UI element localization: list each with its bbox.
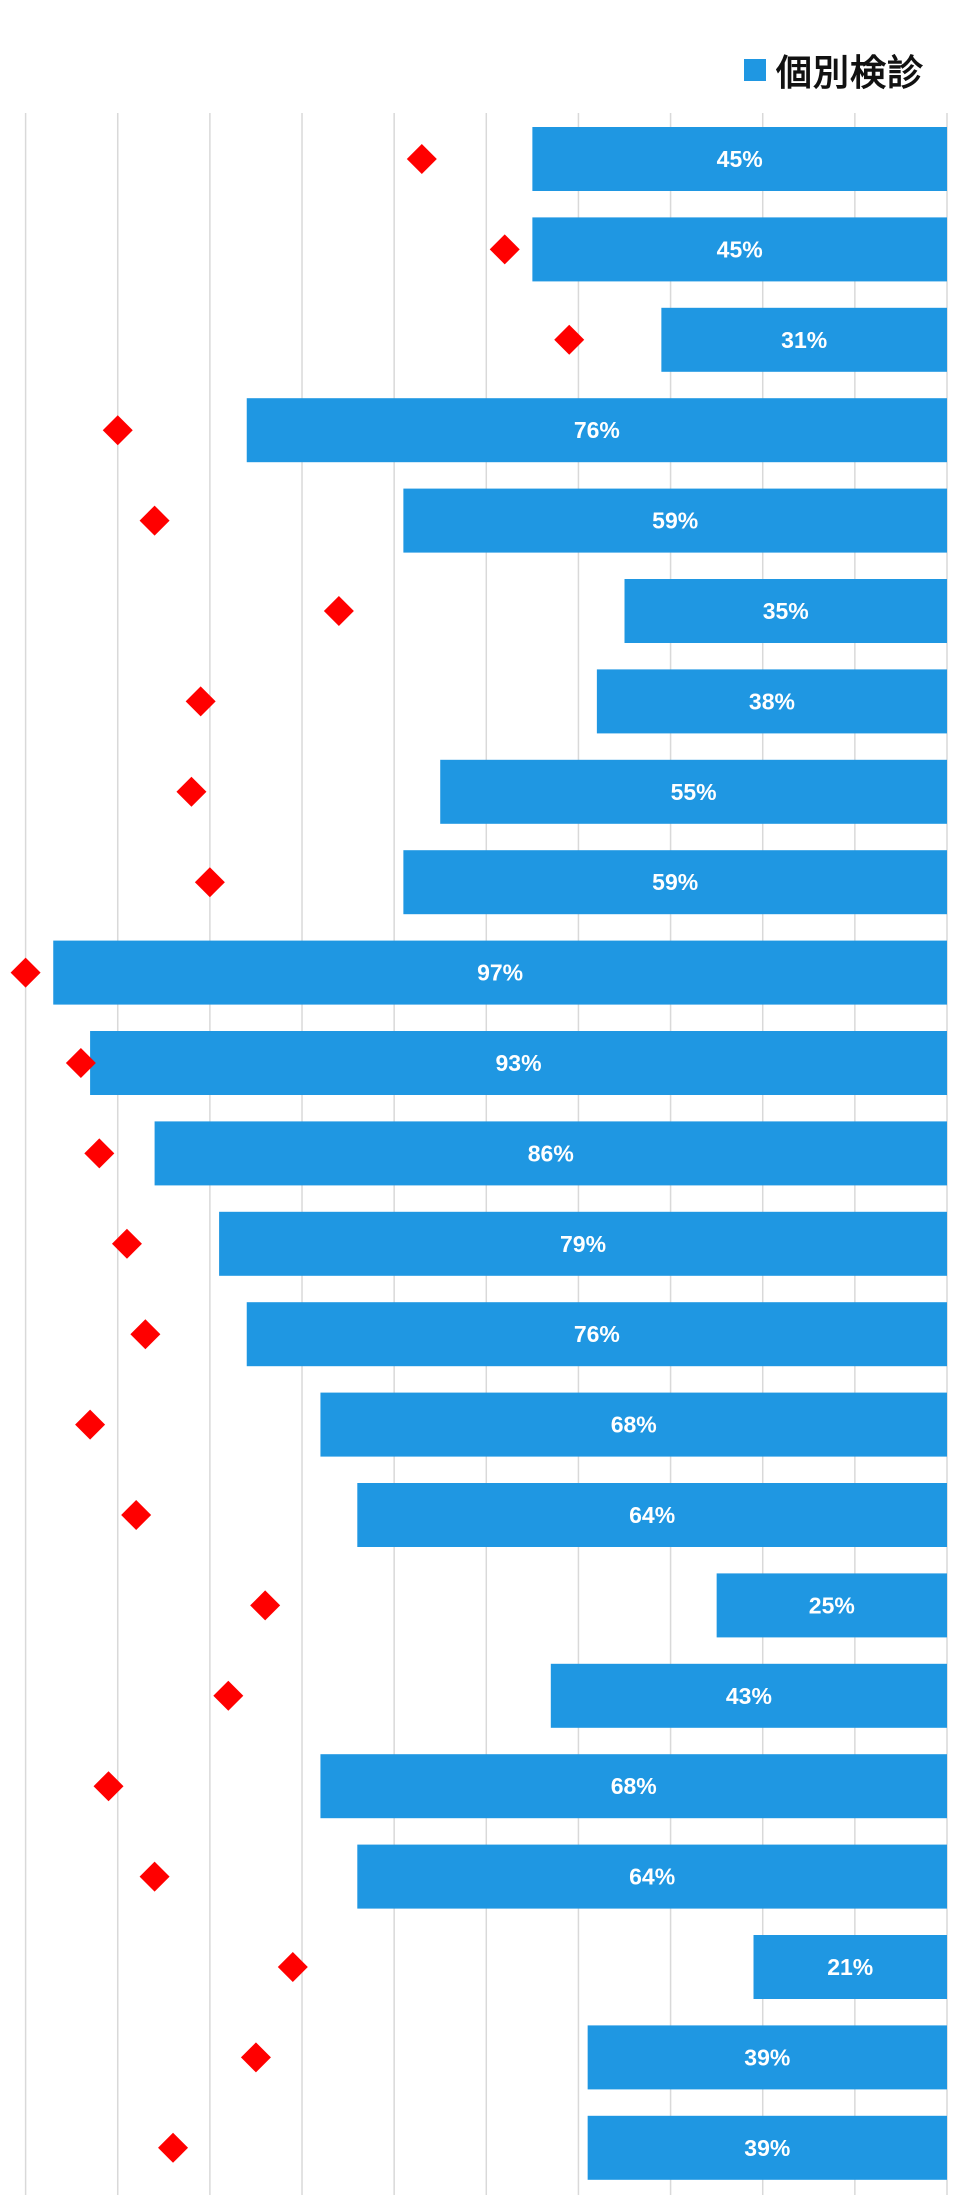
bar-value-label: 76% — [574, 417, 620, 443]
diamond-marker — [102, 415, 133, 446]
diamond-marker — [93, 1771, 124, 1802]
bar — [357, 1844, 948, 1909]
bar-value-label: 45% — [717, 146, 763, 172]
bar-value-label: 55% — [671, 779, 717, 805]
bar — [753, 1935, 947, 1999]
diamond-marker — [323, 596, 354, 626]
bar — [532, 217, 947, 282]
diamond-marker — [406, 144, 437, 174]
bar — [661, 307, 947, 372]
bar-value-label: 45% — [717, 236, 763, 262]
bar-value-label: 31% — [781, 327, 827, 353]
diamond-marker — [277, 1952, 308, 1982]
bar-value-label: 68% — [611, 1412, 657, 1438]
bar — [716, 1573, 947, 1638]
bar-value-label: 59% — [652, 508, 698, 534]
diamond-marker — [250, 1590, 281, 1621]
diamond-marker — [185, 686, 216, 717]
diamond-marker — [10, 957, 41, 988]
diamond-marker — [139, 505, 170, 536]
diamond-marker — [121, 1500, 152, 1530]
bar — [532, 127, 947, 191]
bar — [357, 1483, 948, 1547]
bar — [624, 579, 947, 643]
bar — [596, 669, 947, 734]
bar-value-label: 64% — [629, 1502, 675, 1528]
diamond-marker — [139, 1861, 170, 1892]
diamond-marker — [213, 1680, 244, 1711]
bar — [403, 488, 947, 553]
bar-value-label: 39% — [744, 2135, 790, 2161]
bar — [550, 1663, 947, 1728]
bar-value-label: 25% — [809, 1592, 855, 1618]
diamond-marker — [65, 1048, 96, 1078]
diamond-marker — [84, 1138, 115, 1169]
bar — [320, 1392, 947, 1457]
bar-value-label: 39% — [744, 2044, 790, 2070]
diamond-marker — [75, 1409, 106, 1440]
bar — [90, 1031, 947, 1095]
bar-value-label: 43% — [726, 1683, 772, 1709]
legend: 個別検診 — [743, 44, 924, 96]
bar — [219, 1211, 947, 1276]
bar-value-label: 35% — [763, 598, 809, 624]
bar-value-label: 38% — [749, 688, 795, 714]
marker-series — [10, 144, 585, 2163]
diamond-marker — [158, 2132, 189, 2163]
diamond-marker — [489, 234, 520, 265]
diamond-marker — [240, 2042, 271, 2073]
bar-value-label: 59% — [652, 869, 698, 895]
diamond-marker — [176, 776, 207, 807]
bar — [440, 759, 947, 824]
bar-value-label: 93% — [496, 1050, 542, 1076]
diamond-marker — [130, 1319, 161, 1350]
bar — [154, 1121, 947, 1186]
bar-value-label: 79% — [560, 1231, 606, 1257]
bar-value-label: 76% — [574, 1321, 620, 1347]
bar-series: 45% 45% 31% 76% 59% 35% 38% 55% 59% 97% 93% 86% 79% 7… — [53, 127, 948, 2180]
bar-value-label: 64% — [629, 1864, 675, 1890]
bar — [587, 2025, 947, 2090]
legend-swatch — [743, 59, 766, 81]
legend-label: 個別検診 — [775, 53, 924, 94]
bar — [53, 940, 947, 1005]
bar — [246, 1302, 948, 1367]
bar — [403, 850, 947, 915]
diamond-marker — [554, 324, 585, 355]
bar — [587, 2115, 947, 2180]
bar-value-label: 97% — [477, 960, 523, 986]
bar-value-label: 21% — [827, 1954, 873, 1980]
bar-value-label: 86% — [528, 1140, 574, 1166]
diamond-marker — [194, 867, 225, 898]
bar — [320, 1754, 947, 1819]
bar-value-label: 68% — [611, 1773, 657, 1799]
bar — [246, 398, 948, 463]
diamond-marker — [111, 1228, 142, 1259]
